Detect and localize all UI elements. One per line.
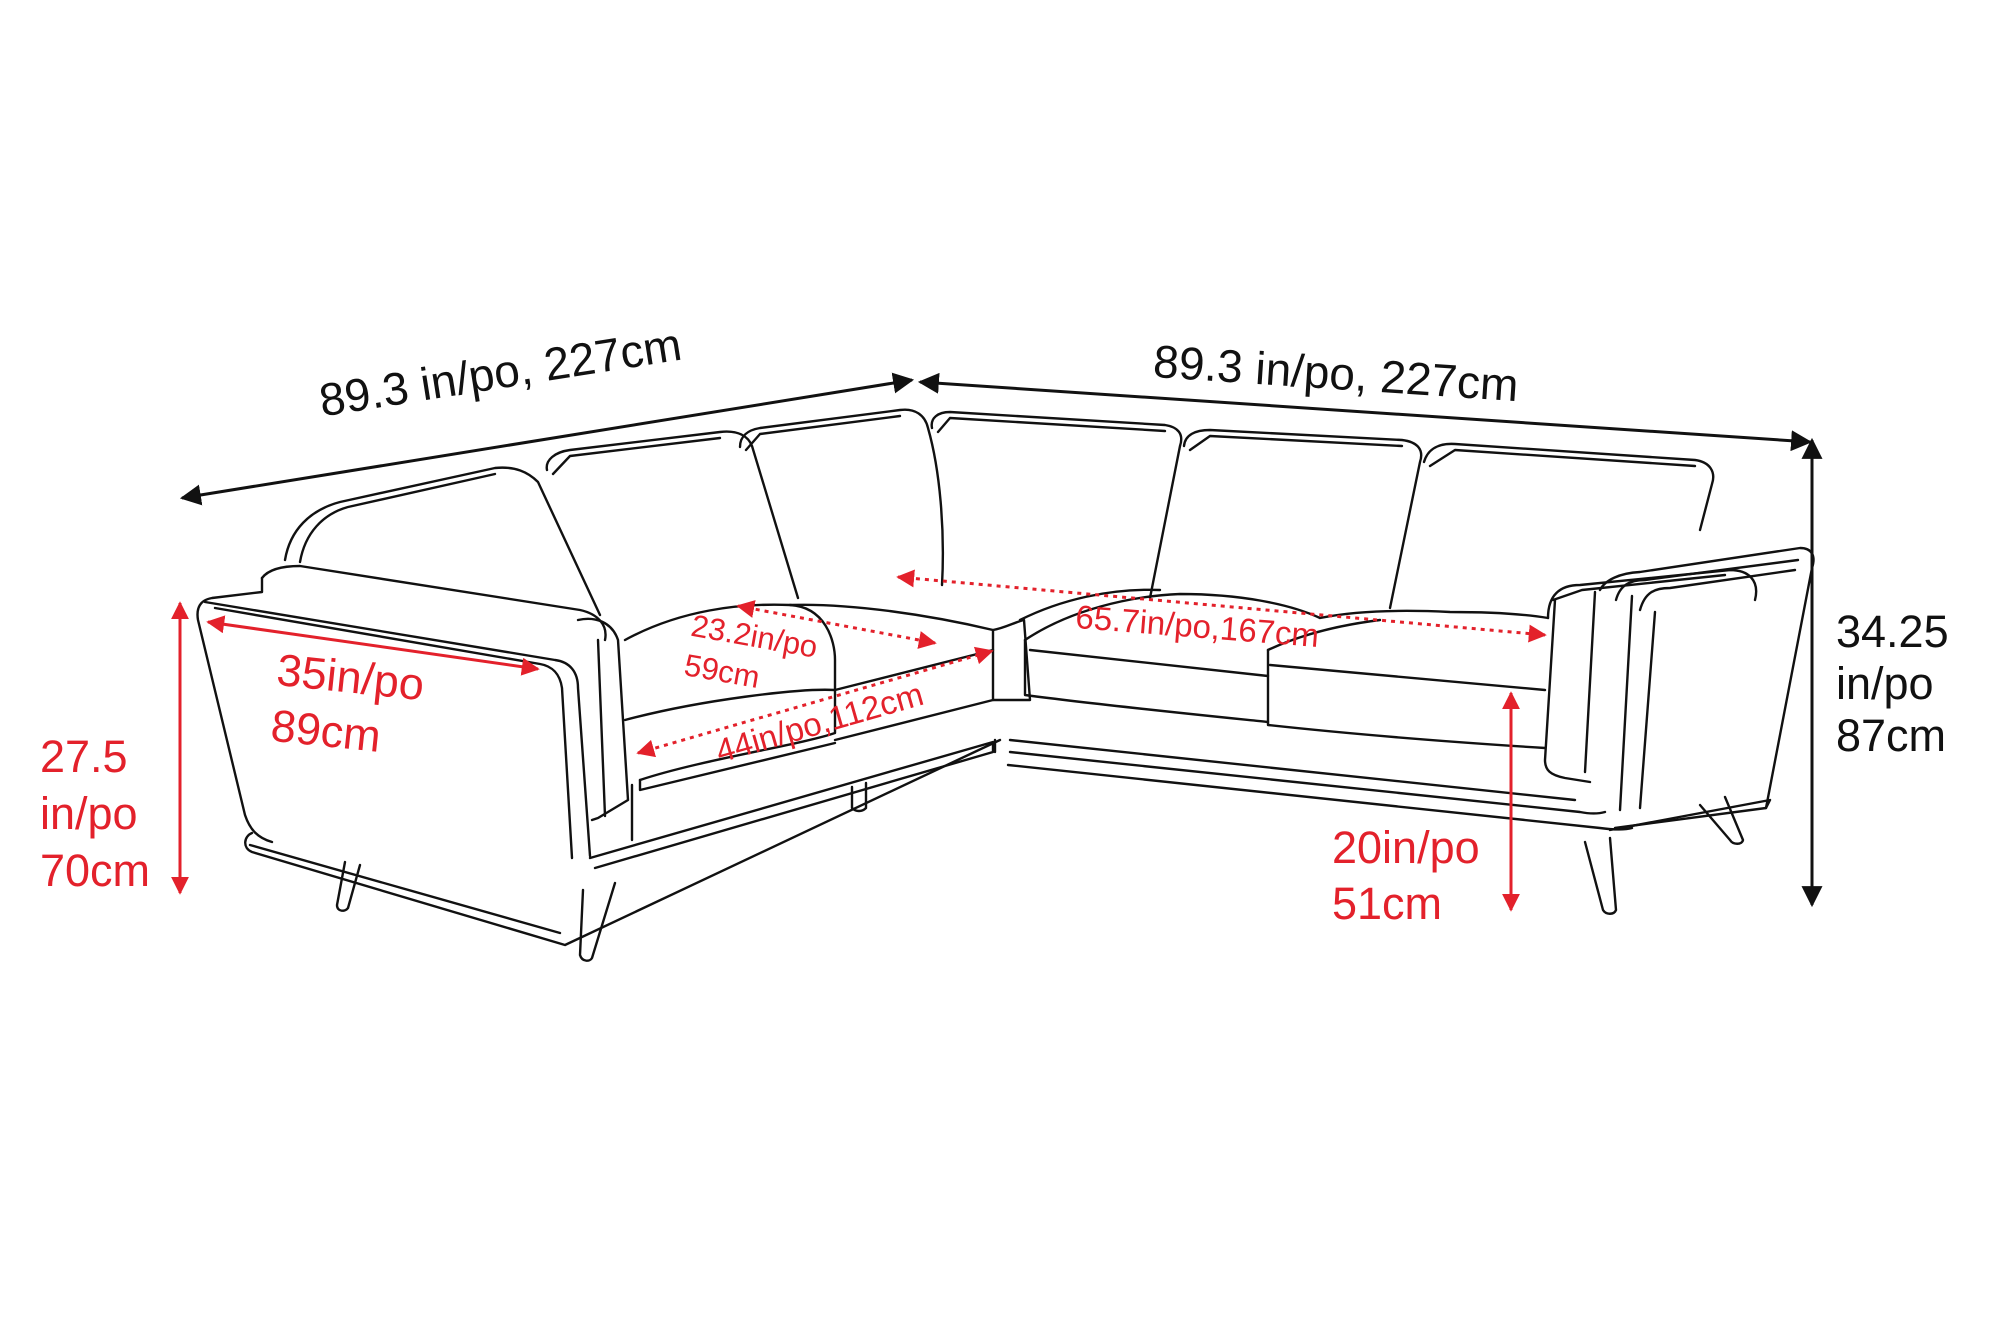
total-height-unit: in/po xyxy=(1836,658,1934,709)
left-width-arrow xyxy=(179,372,915,506)
depth-label: 35in/po 89cm xyxy=(268,642,427,769)
right-seat-width-arrow xyxy=(896,569,1547,643)
arm-height-unit: in/po xyxy=(40,788,138,839)
depth-arrow xyxy=(206,615,540,676)
seat-height-inches: 20in/po xyxy=(1332,822,1480,873)
left-base xyxy=(588,738,997,870)
arm-height-value: 27.5 xyxy=(40,731,128,782)
right-width-arrow xyxy=(917,372,1813,452)
overall-dimension-lines xyxy=(179,372,1823,908)
seat-depth-arrow xyxy=(736,600,937,649)
total-height-value: 34.25 xyxy=(1836,606,1949,657)
sofa-legs xyxy=(335,781,1745,962)
total-height-label: 34.25 in/po 87cm xyxy=(1836,606,1949,762)
right-base xyxy=(1006,738,1634,831)
arm-height-label: 27.5 in/po 70cm xyxy=(40,728,150,899)
seat-height-cm: 51cm xyxy=(1332,878,1443,929)
right-back-cushions xyxy=(930,410,1715,610)
total-height-cm: 87cm xyxy=(1836,710,1947,761)
arm-height-cm: 70cm xyxy=(40,845,151,896)
left-back-cushions xyxy=(283,408,945,617)
seat-height-label: 20in/po 51cm xyxy=(1332,820,1480,932)
sofa-outline xyxy=(196,408,1815,962)
right-arm xyxy=(1543,546,1815,832)
left-seat-width-arrow xyxy=(636,646,994,758)
left-arm xyxy=(196,564,1002,947)
detail-dimension-lines xyxy=(171,569,1547,912)
